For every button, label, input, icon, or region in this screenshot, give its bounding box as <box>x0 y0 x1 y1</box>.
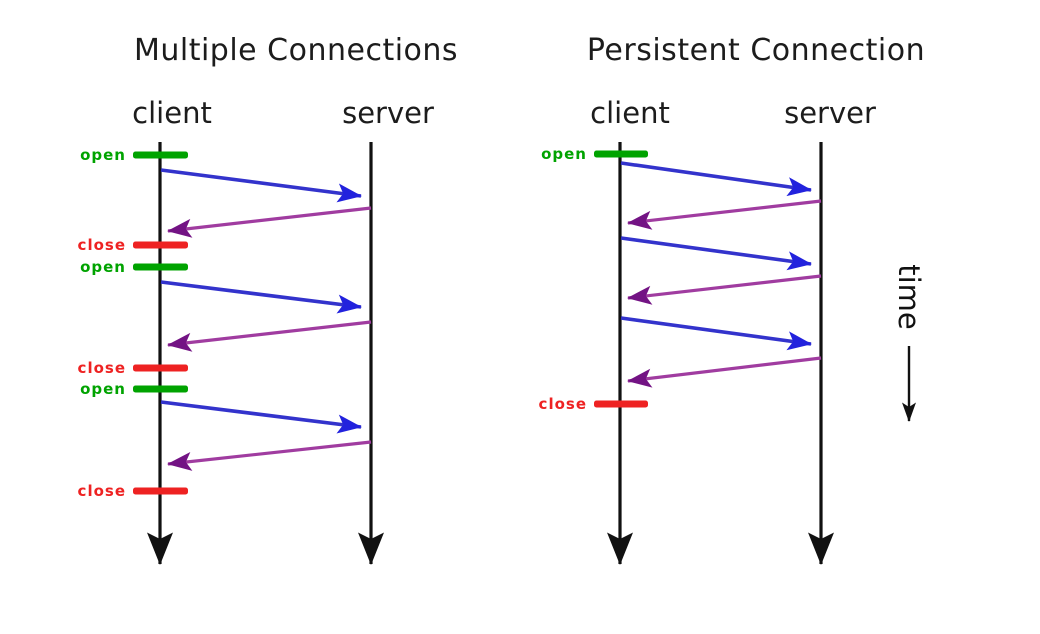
response-arrow <box>627 199 822 230</box>
server-label-left: server <box>342 96 434 130</box>
open-label: open <box>80 380 126 398</box>
time-axis-label: time <box>892 264 926 330</box>
diagram-title-multiple-connections: Multiple Connections <box>133 33 459 68</box>
close-label: close <box>77 236 126 254</box>
close-label: close <box>77 359 126 377</box>
request-arrow <box>620 161 812 197</box>
close-marker-bar <box>133 487 188 495</box>
close-marker-bar <box>133 364 188 372</box>
close-label: close <box>538 395 587 413</box>
close-marker-bar <box>133 241 188 249</box>
client-label-right: client <box>590 96 670 130</box>
open-marker-bar <box>133 263 188 271</box>
server-label-right: server <box>784 96 876 130</box>
request-arrow <box>160 280 362 314</box>
response-arrow <box>167 206 372 238</box>
response-arrow <box>627 356 822 388</box>
response-arrow <box>627 274 822 305</box>
open-label: open <box>541 145 587 163</box>
close-marker-bar <box>594 400 648 408</box>
response-arrow <box>167 320 372 352</box>
request-arrow <box>620 316 812 351</box>
open-marker-bar <box>594 150 648 158</box>
open-label: open <box>80 258 126 276</box>
request-arrow <box>620 236 812 271</box>
open-marker-bar <box>133 151 188 159</box>
response-arrow <box>167 440 372 471</box>
diagram-title-persistent-connection: Persistent Connection <box>586 33 926 68</box>
client-label-left: client <box>132 96 212 130</box>
request-arrow <box>160 168 362 203</box>
open-marker-bar <box>133 385 188 393</box>
close-label: close <box>77 482 126 500</box>
open-label: open <box>80 146 126 164</box>
request-arrow <box>160 400 362 434</box>
